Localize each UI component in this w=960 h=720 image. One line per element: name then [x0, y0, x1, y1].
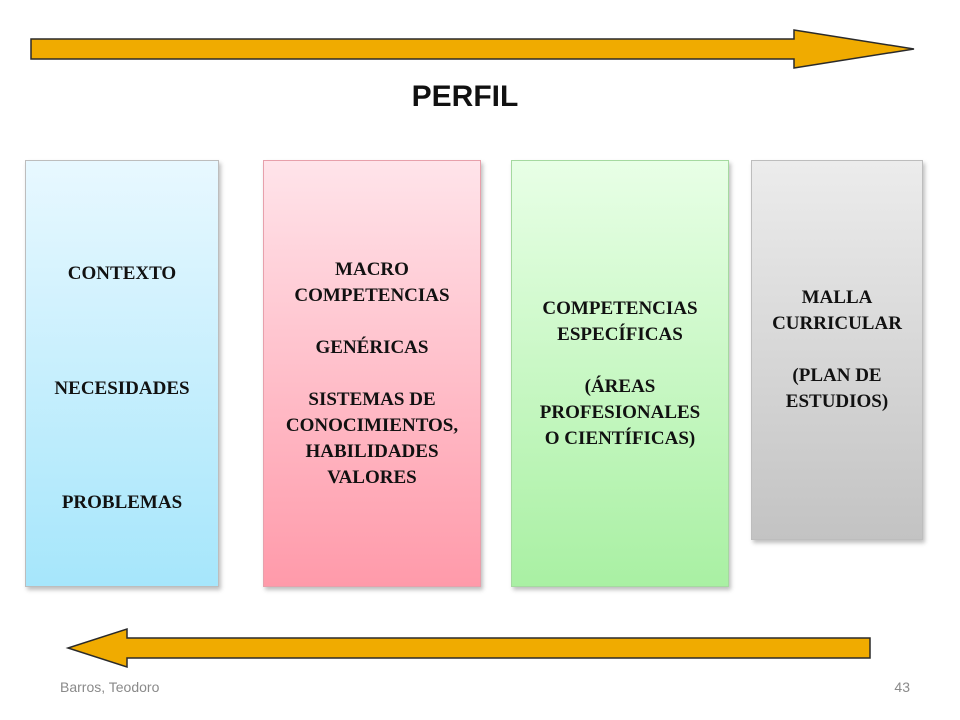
page-title: PERFIL [411, 80, 519, 113]
box-line: ESTUDIOS) [785, 391, 889, 412]
arrow-right-icon [30, 29, 915, 69]
box-macro-competencias: MACRO COMPETENCIAS GENÉRICAS SISTEMAS DE… [263, 160, 481, 587]
top-arrow-right [28, 28, 920, 72]
box-line: CONOCIMIENTOS, [285, 414, 459, 436]
box-line: COMPETENCIAS [294, 284, 450, 306]
bottom-arrow-left [64, 626, 876, 670]
box-line: ESPECÍFICAS [557, 323, 683, 345]
box-malla-curricular: MALLA CURRICULAR (PLAN DE ESTUDIOS) [751, 160, 923, 540]
footer-author: Barros, Teodoro [60, 679, 160, 695]
box-line: (PLAN DE [792, 365, 882, 386]
arrow-left-icon [65, 627, 871, 669]
box-line: O CIENTÍFICAS) [544, 427, 696, 449]
box-line: CURRICULAR [772, 313, 902, 334]
box-competencias-especificas: COMPETENCIAS ESPECÍFICAS (ÁREAS PROFESIO… [511, 160, 729, 587]
box-contexto: CONTEXTO NECESIDADES PROBLEMAS [25, 160, 219, 587]
box-line: (ÁREAS [584, 375, 656, 397]
box-line: VALORES [327, 466, 417, 488]
box-line: HABILIDADES [305, 440, 439, 462]
box-line: PROFESIONALES [539, 401, 701, 423]
page-number: 43 [894, 679, 910, 695]
box-line: MACRO [335, 258, 409, 280]
box-line: GENÉRICAS [315, 336, 429, 358]
box-line: SISTEMAS DE [308, 388, 436, 410]
box-line: NECESIDADES [54, 377, 190, 399]
box-line: PROBLEMAS [61, 492, 183, 513]
box-line: CONTEXTO [67, 263, 177, 284]
box-line: COMPETENCIAS [542, 297, 698, 319]
box-line: MALLA [801, 287, 873, 308]
